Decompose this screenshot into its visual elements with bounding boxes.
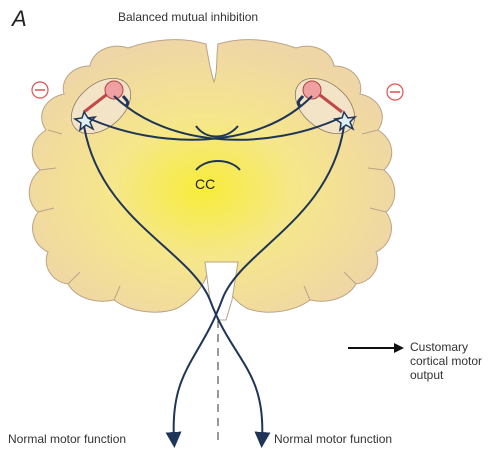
diagram-title: Balanced mutual inhibition [118, 10, 258, 24]
cc-label: CC [195, 176, 215, 192]
brainstem [205, 262, 238, 320]
legend-text: Customary cortical motor output [410, 340, 499, 382]
right-output-label: Normal motor function [274, 432, 392, 446]
legend-line-2: cortical motor [410, 354, 499, 368]
left-inhibition-icon [32, 82, 48, 98]
legend-arrow-icon [348, 343, 404, 353]
left-output-label: Normal motor function [8, 432, 126, 446]
right-inhibition-icon [387, 84, 403, 100]
legend-line-3: output [410, 368, 499, 382]
legend-line-1: Customary [410, 340, 499, 354]
panel-letter: A [12, 6, 27, 32]
